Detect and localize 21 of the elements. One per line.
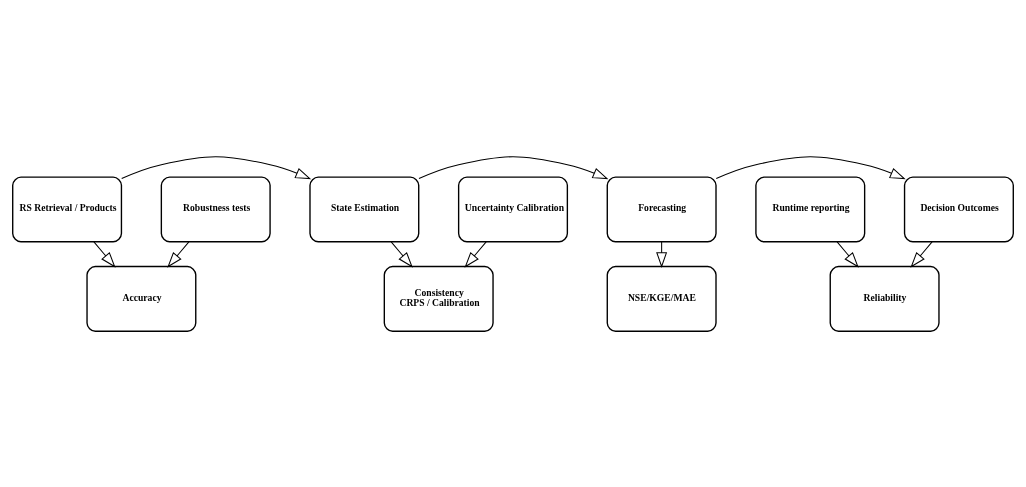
- node-box: RS Retrieval / Products: [12, 175, 123, 242]
- arrow: [93, 240, 116, 268]
- node-box: Reliability: [829, 265, 940, 332]
- arrow: [418, 155, 609, 179]
- arrow: [121, 155, 312, 179]
- node-box: Accuracy: [86, 265, 197, 332]
- arrow: [715, 155, 906, 179]
- arrow: [910, 240, 933, 268]
- arrow: [390, 240, 413, 268]
- node-box: Forecasting: [606, 175, 717, 242]
- arrow: [836, 240, 859, 268]
- node-box: NSE/KGE/MAE: [606, 265, 717, 332]
- node-box: State Estimation: [309, 175, 420, 242]
- node-box: Uncertainty Calibration: [457, 175, 569, 242]
- node-box: Decision Outcomes: [903, 175, 1014, 242]
- node-box: Runtime reporting: [755, 175, 866, 242]
- arrow: [656, 240, 668, 268]
- arrow: [464, 240, 487, 268]
- arrow: [167, 240, 190, 268]
- node-box: Consistency CRPS / Calibration: [383, 265, 494, 332]
- node-box: Robustness tests: [160, 175, 271, 242]
